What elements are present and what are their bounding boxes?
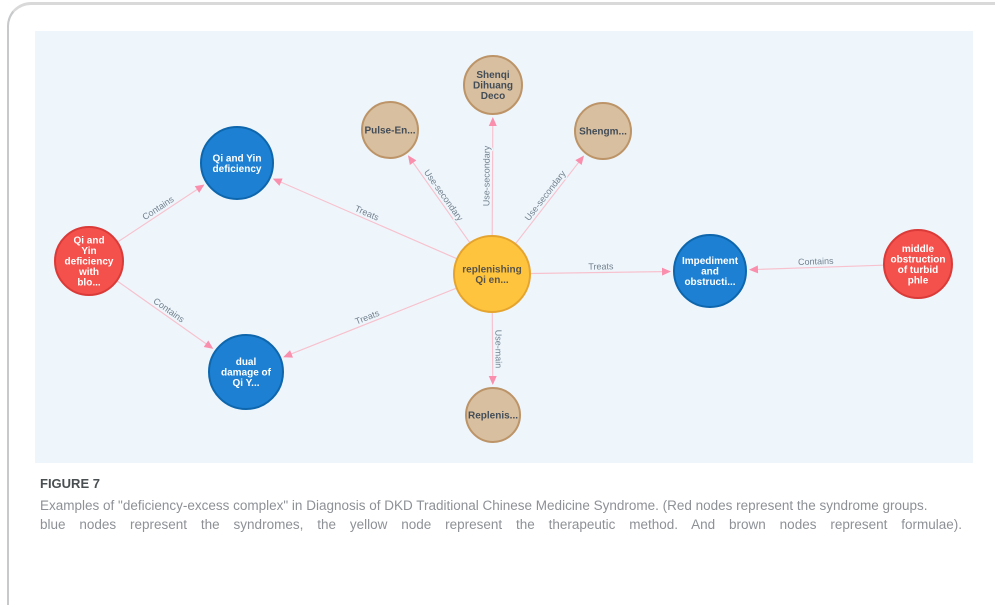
edge-qi-yin-def-blood-dual-damage: Contains [118, 281, 214, 349]
edge-line [531, 272, 663, 274]
edge-label: Contains [798, 256, 834, 267]
edge-replenishing-qi-impediment: Treats [531, 261, 671, 275]
edge-arrowhead-icon [204, 340, 214, 348]
edge-label: Use-secondary [481, 145, 491, 206]
figure-caption: FIGURE 7 Examples of "deficiency-excess … [40, 476, 962, 534]
edge-label: Contains [140, 194, 176, 222]
edge-line [492, 125, 493, 235]
edge-qi-yin-def-blood-qi-yin-def: Contains [118, 185, 204, 242]
edge-replenishing-qi-dual-damage: Treats [283, 288, 456, 357]
edge-label: Treats [588, 261, 614, 271]
edge-replenishing-qi-qi-yin-def: Treats [273, 178, 456, 258]
edge-middle-obstruction-impediment: Contains [749, 256, 883, 274]
node-label: Replenis... [468, 411, 518, 422]
node-shengm: Shengm... [575, 103, 631, 159]
node-label: Shengm... [579, 127, 627, 138]
edge-line [413, 162, 470, 242]
edge-label: Use-main [493, 330, 503, 369]
edge-label: Contains [152, 296, 187, 325]
edge-replenishing-qi-pulse-en: Use-secondary [408, 155, 470, 242]
edge-arrowhead-icon [749, 265, 758, 273]
edge-line [118, 189, 198, 242]
edge-label: Use-secondary [422, 168, 465, 224]
edge-replenishing-qi-shenqi-dihuang: Use-secondary [481, 117, 496, 235]
node-label: Pulse-En... [364, 126, 415, 137]
node-pulse-en: Pulse-En... [362, 102, 418, 158]
figure-label: FIGURE 7 [40, 476, 962, 491]
edge-line [118, 281, 207, 344]
edge-arrowhead-icon [195, 185, 205, 193]
edge-label: Use-secondary [523, 168, 568, 222]
edge-line [291, 288, 456, 354]
edge-arrowhead-icon [489, 376, 497, 385]
edge-arrowhead-icon [575, 155, 584, 165]
edge-replenishing-qi-replenis: Use-main [489, 313, 504, 385]
edge-arrowhead-icon [489, 117, 497, 126]
edge-line [516, 162, 579, 243]
node-replenis: Replenis... [466, 388, 520, 442]
caption-line-1: Examples of "deficiency-excess complex" … [40, 496, 962, 515]
edge-arrowhead-icon [408, 155, 416, 165]
edge-replenishing-qi-shengm: Use-secondary [516, 155, 584, 243]
caption-line-2: blue nodes represent the syndromes, the … [40, 515, 962, 534]
edge-arrowhead-icon [662, 268, 671, 276]
edge-line [280, 182, 456, 259]
